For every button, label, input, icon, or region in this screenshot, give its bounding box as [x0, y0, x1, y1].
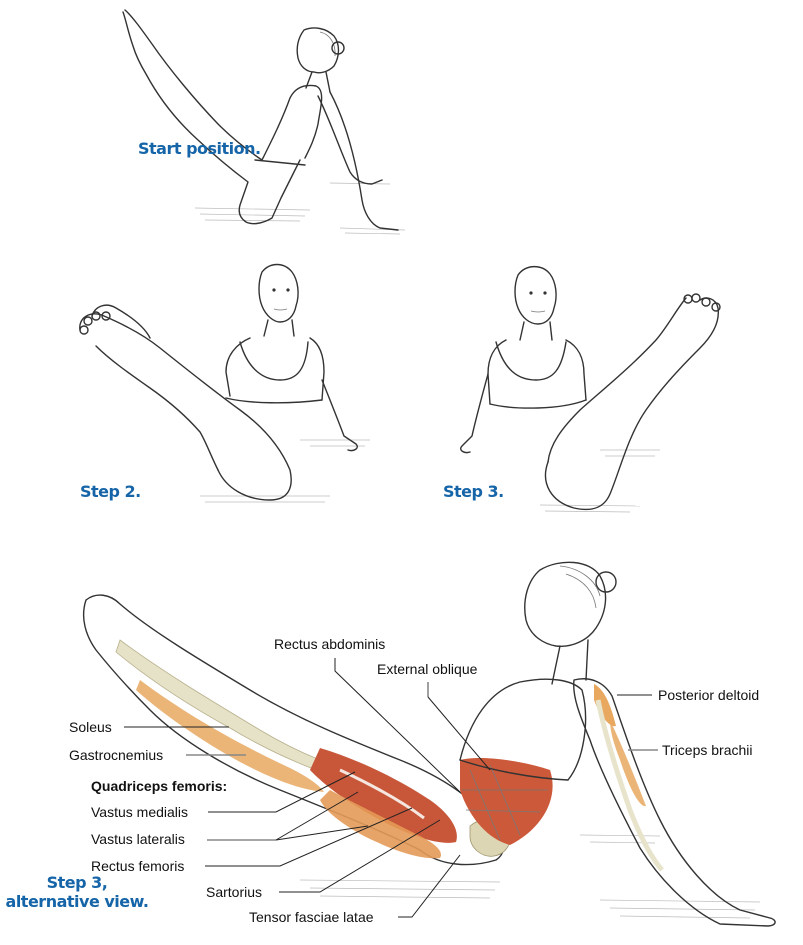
label-triceps-brachii: Triceps brachii [662, 742, 753, 758]
start-position-figure [122, 9, 406, 235]
label-quadriceps-femoris-heading: Quadriceps femoris: [91, 778, 228, 794]
leader-lines [124, 658, 658, 918]
caption-step-3-alternative-view: Step 3, alternative view. [2, 873, 152, 911]
step-3-alternative-view-figure [82, 561, 776, 927]
label-vastus-medialis: Vastus medialis [91, 804, 189, 820]
label-tensor-fasciae-latae: Tensor fasciae latae [249, 909, 374, 925]
step-3-figure [460, 265, 721, 513]
label-soleus: Soleus [69, 719, 112, 735]
label-rectus-femoris: Rectus femoris [91, 858, 185, 874]
caption-step-3: Step 3. [443, 482, 504, 501]
label-gastrocnemius: Gastrocnemius [69, 747, 164, 763]
label-external-oblique: External oblique [377, 661, 478, 677]
caption-line-2: alternative view. [5, 892, 149, 912]
label-sartorius: Sartorius [206, 884, 263, 900]
label-rectus-abdominis: Rectus abdominis [274, 636, 386, 652]
step-2-figure [79, 263, 370, 503]
caption-start-position: Start position. [138, 139, 261, 158]
label-vastus-lateralis: Vastus lateralis [91, 831, 185, 847]
caption-line-1: Step 3, [46, 873, 108, 892]
label-posterior-deltoid: Posterior deltoid [658, 687, 760, 703]
caption-step-2: Step 2. [80, 482, 141, 501]
